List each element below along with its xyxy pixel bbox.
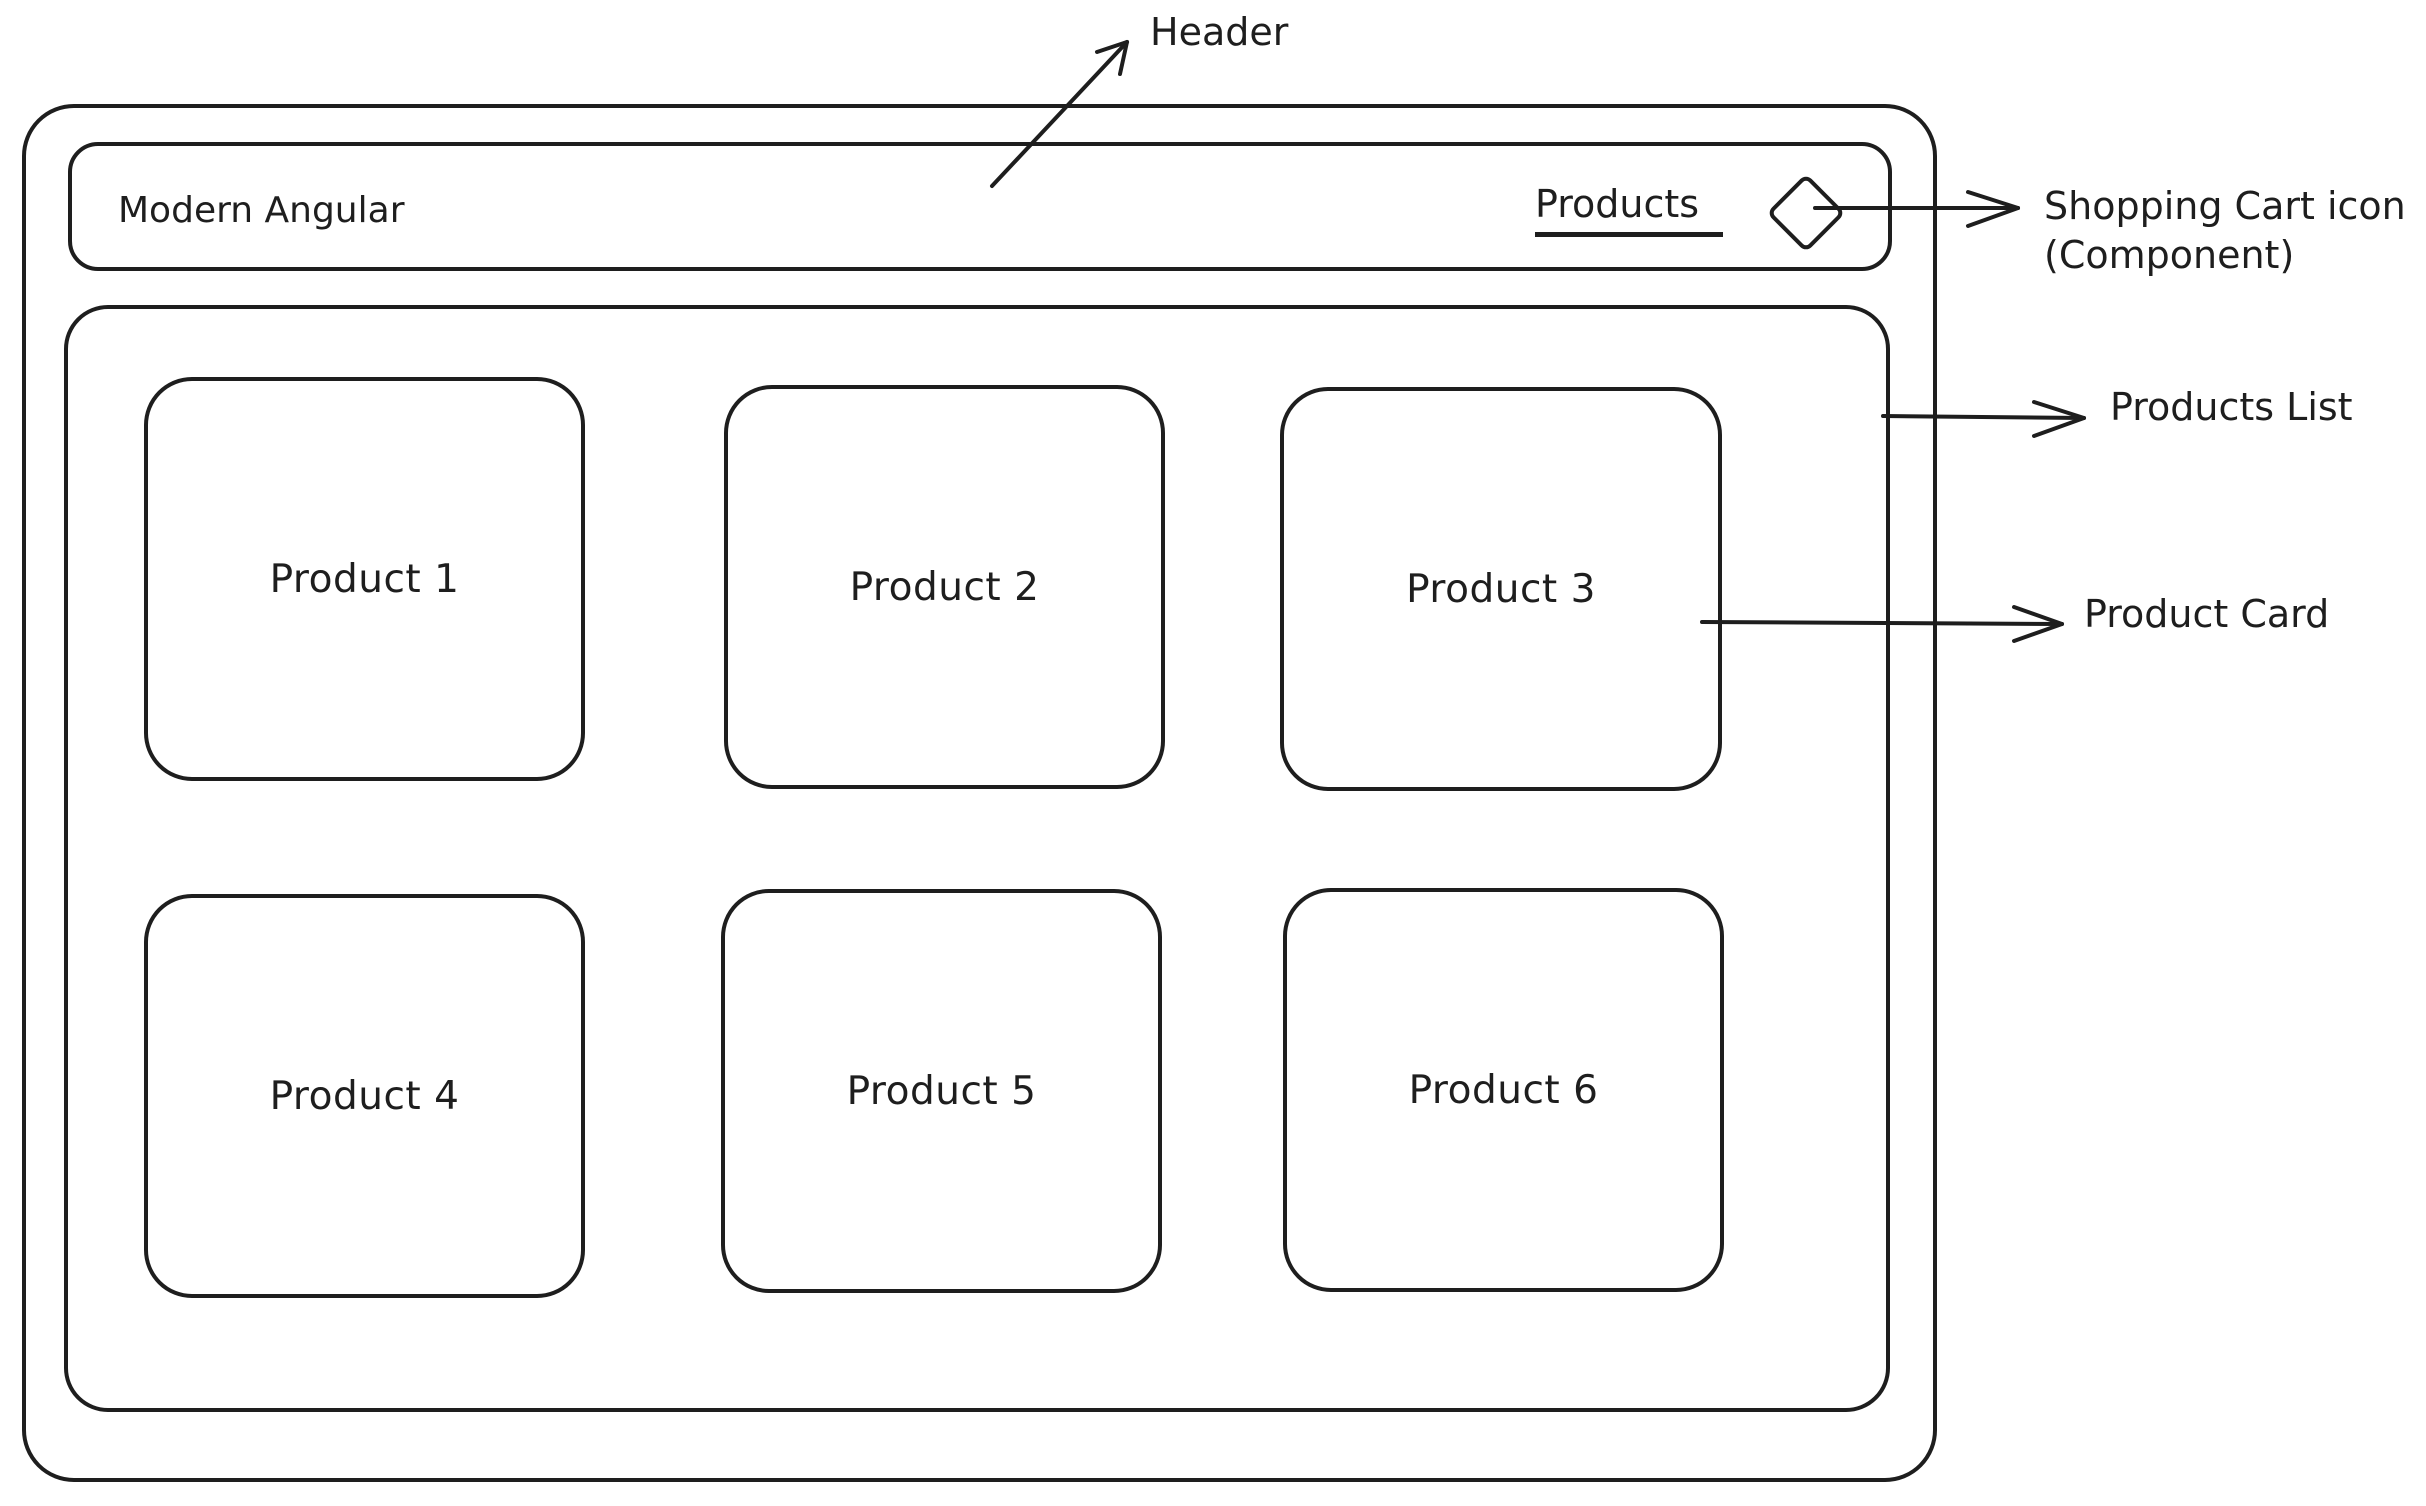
product-card-label: Product 2 — [849, 564, 1040, 610]
brand-title[interactable]: Modern Angular — [118, 190, 405, 231]
product-card-label: Product 4 — [269, 1073, 460, 1119]
product-card-label: Product 3 — [1406, 566, 1596, 612]
annotation-cart-line1: Shopping Cart icon — [2044, 184, 2406, 228]
products-list — [64, 305, 1890, 1412]
product-card-label: Product 1 — [269, 556, 460, 602]
product-card[interactable]: Product 6 — [1283, 888, 1724, 1292]
product-card[interactable]: Product 3 — [1280, 387, 1722, 791]
annotation-cart-label: Shopping Cart icon (Component) — [2044, 182, 2406, 279]
nav-link-underline — [1535, 232, 1723, 237]
product-card[interactable]: Product 4 — [144, 894, 585, 1298]
product-card[interactable]: Product 5 — [721, 889, 1162, 1293]
annotation-cart-line2: (Component) — [2044, 232, 2295, 277]
product-card-label: Product 5 — [846, 1068, 1037, 1114]
product-card-label: Product 6 — [1408, 1067, 1599, 1113]
product-card[interactable]: Product 2 — [724, 385, 1165, 789]
app-window-frame — [22, 104, 1937, 1482]
nav-link-products[interactable]: Products — [1535, 182, 1700, 226]
product-card[interactable]: Product 1 — [144, 377, 585, 781]
annotation-header-label: Header — [1150, 10, 1289, 54]
annotation-products-list-label: Products List — [2110, 385, 2353, 429]
annotation-product-card-label: Product Card — [2084, 592, 2330, 636]
